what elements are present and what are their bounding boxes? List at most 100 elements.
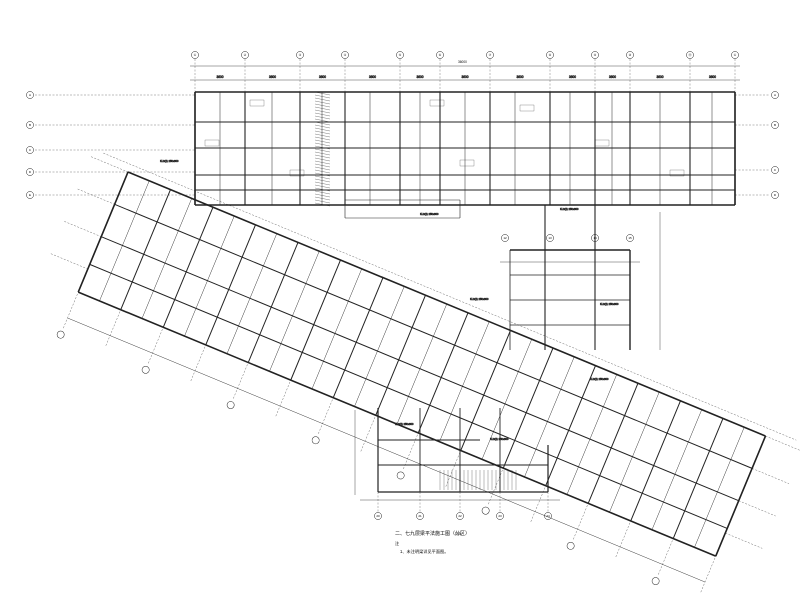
stair-hatch: [314, 199, 331, 204]
axis-bubble-label: 13: [548, 236, 552, 240]
stair-hatch: [314, 112, 331, 117]
beam-annotation: [289, 169, 305, 177]
dimension-text: 3600: [269, 75, 276, 79]
stair-hatch: [314, 139, 331, 144]
axis-bubble-label: 23: [498, 514, 502, 518]
axis-line: [402, 434, 418, 470]
axis-line: [725, 532, 763, 549]
axis-line: [90, 156, 129, 173]
beam-tag: KL3(2) 250x600: [420, 212, 439, 216]
axis-line: [700, 557, 716, 594]
axis-line: [317, 399, 333, 435]
axis-bubble-label: ①: [194, 53, 197, 57]
dimension-text: 3600: [656, 75, 663, 79]
axis-line: [765, 435, 800, 452]
stair-hatch: [314, 202, 331, 207]
drawing-caption: 二、七九层梁平法施工图（分区）: [395, 530, 470, 537]
beam: [715, 435, 766, 557]
stair-hatch: [314, 166, 331, 171]
axis-bubble: [771, 121, 779, 129]
beam: [375, 295, 426, 416]
stair-hatch: [314, 106, 331, 111]
secondary-beam: [566, 374, 617, 495]
axis-bubble: [311, 436, 320, 445]
dimension-line: [67, 317, 706, 583]
axis-bubble: [591, 234, 599, 242]
axis-bubble: [56, 330, 65, 339]
axis-line: [572, 505, 588, 541]
axis-bubble-label: B: [29, 123, 31, 127]
axis-bubble-label: ⑥: [439, 53, 442, 57]
rotated-wing: [50, 152, 800, 594]
stair-hatch: [314, 118, 331, 123]
beam-tag: KL3(2) 250x600: [600, 302, 619, 306]
secondary-beam: [481, 339, 532, 460]
beam-annotation: [429, 99, 445, 107]
axis-bubble: [141, 365, 150, 374]
axis-bubble: [26, 191, 34, 199]
beam-tag: KL3(2) 250x600: [590, 377, 609, 381]
axis-bubble-label: 21: [418, 514, 422, 518]
axis-line: [77, 188, 115, 205]
secondary-beam: [651, 409, 702, 530]
note-heading: 注: [395, 540, 400, 547]
axis-bubble: [731, 51, 739, 59]
axis-bubble-label: A: [774, 93, 776, 97]
drawing-scale: 1:100: [455, 532, 462, 536]
stair-hatch: [314, 103, 331, 108]
axis-line: [275, 381, 291, 418]
stair-hatch: [314, 181, 331, 186]
axis-bubble-label: C: [29, 148, 32, 152]
axis-bubble-label: E: [29, 193, 31, 197]
axis-line: [615, 522, 631, 558]
beam: [77, 171, 129, 293]
stair-hatch: [314, 121, 331, 126]
axis-bubble: [416, 512, 424, 520]
secondary-beam: [184, 215, 235, 337]
axis-bubble: [396, 471, 405, 480]
axis-bubble-label: 24: [546, 514, 550, 518]
axis-line: [50, 253, 88, 270]
secondary-beam: [141, 198, 192, 319]
axis-bubble: [686, 51, 694, 59]
axis-line: [190, 346, 206, 382]
axis-bubble-label: ⑦: [489, 53, 492, 57]
beam: [290, 259, 341, 381]
axis-bubble: [591, 51, 599, 59]
axis-bubble: [296, 51, 304, 59]
stair-hatch: [314, 172, 331, 177]
axis-bubble: [191, 51, 199, 59]
axis-bubble-label: 20: [376, 514, 380, 518]
axis-bubble: [771, 91, 779, 99]
beam-tag: KL3(2) 250x600: [490, 437, 509, 441]
axis-bubble: [501, 234, 509, 242]
secondary-beam: [524, 356, 575, 478]
axis-bubble-label: 15: [628, 236, 632, 240]
axis-bubble-label: ③: [299, 53, 302, 57]
stair-hatch: [314, 100, 331, 105]
axis-bubble-label: 14: [593, 236, 597, 240]
beam: [587, 383, 639, 504]
axis-line: [103, 152, 797, 441]
secondary-beam: [269, 251, 320, 372]
axis-bubble: [651, 577, 660, 585]
axis-bubble: [771, 191, 779, 199]
axis-line: [105, 311, 121, 347]
beam: [545, 365, 596, 486]
dimension-text: 3600: [609, 75, 616, 79]
stair-hatch: [314, 160, 331, 165]
axis-line: [360, 417, 376, 453]
axis-bubble-label: ④: [344, 53, 347, 57]
axis-bubble: [626, 51, 634, 59]
stair-hatch: [314, 196, 331, 201]
overall-dimension: 36000: [458, 60, 467, 64]
axis-bubble: [544, 512, 552, 520]
axis-bubble-label: C: [774, 168, 777, 172]
beam-annotation: [204, 139, 220, 147]
stair-hatch: [314, 115, 331, 120]
axis-bubble-label: B: [774, 123, 776, 127]
axis-bubble-label: ②: [244, 53, 247, 57]
axis-line: [445, 452, 461, 488]
axis-bubble: [496, 512, 504, 520]
